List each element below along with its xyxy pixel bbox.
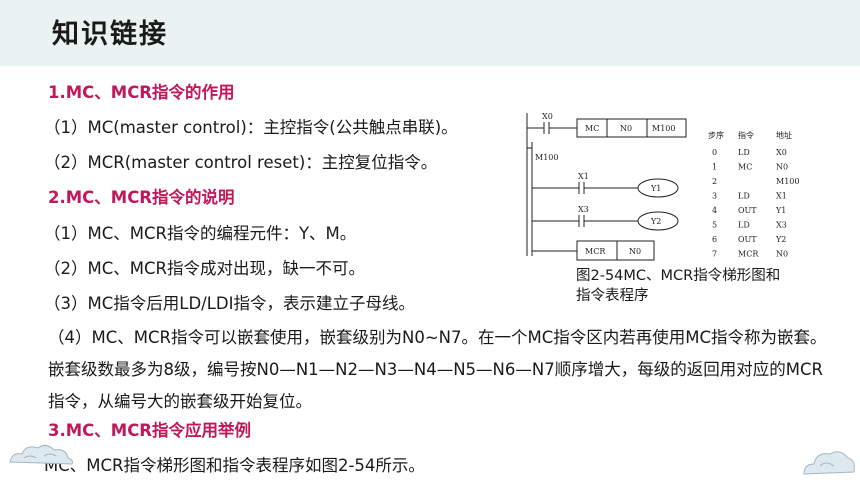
- table-cell: 3: [712, 192, 717, 201]
- coil-y2: [637, 211, 679, 231]
- table-cell: LD: [738, 148, 750, 157]
- page-title: 知识链接: [52, 19, 168, 50]
- table-cell: 7: [712, 250, 717, 259]
- label-x1: X1: [578, 172, 589, 181]
- label-n0: N0: [620, 124, 632, 133]
- table-cell: 0: [712, 148, 717, 157]
- table-cell: 5: [712, 221, 717, 230]
- cloud-decoration-right: [803, 451, 855, 475]
- label-mc: MC: [585, 124, 599, 133]
- section-2-line-2: （2）MC、MCR指令成对出现，缺一不可。: [44, 259, 365, 278]
- table-cell: 1: [712, 163, 717, 172]
- section-3-line-1: MC、MCR指令梯形图和指令表程序如图2-54所示。: [44, 456, 425, 475]
- table-cell: X1: [776, 192, 787, 201]
- table-cell: M100: [776, 177, 799, 186]
- section-2-line-3: （3）MC指令后用LD/LDI指令，表示建立子母线。: [44, 294, 415, 313]
- section-2-title: 2.MC、MCR指令的说明: [48, 188, 235, 207]
- section-3-title: 3.MC、MCR指令应用举例: [48, 421, 252, 440]
- table-header-0: 步序: [708, 130, 724, 140]
- table-cell: Y1: [775, 206, 786, 215]
- mc-instruction-box: [576, 118, 687, 138]
- cloud-decoration-left: [9, 444, 73, 465]
- label-x3: X3: [578, 205, 589, 214]
- label-m100-box: M100: [652, 124, 675, 133]
- label-n0-mcr: N0: [629, 247, 641, 256]
- label-x0: X0: [542, 112, 553, 121]
- label-y2: Y2: [650, 217, 661, 226]
- label-y1: Y1: [650, 184, 661, 193]
- table-header-1: 指令: [738, 130, 754, 140]
- table-cell: N0: [776, 163, 788, 172]
- section-1-line-2: （2）MCR(master control reset)：主控复位指令。: [44, 153, 438, 172]
- figure-caption: 图2-54MC、MCR指令梯形图和指令表程序: [576, 268, 781, 304]
- section-1-line-1: （1）MC(master control)：主控指令(公共触点串联)。: [44, 118, 458, 137]
- table-cell: 6: [712, 235, 717, 244]
- table-cell: N0: [776, 250, 788, 259]
- section-1-title: 1.MC、MCR指令的作用: [48, 83, 235, 102]
- table-cell: OUT: [738, 235, 757, 244]
- table-cell: X0: [776, 148, 787, 157]
- table-cell: OUT: [738, 206, 757, 215]
- table-cell: 4: [712, 206, 717, 215]
- table-cell: 2: [712, 177, 717, 186]
- table-cell: LD: [738, 192, 750, 201]
- table-header-2: 地址: [776, 130, 792, 140]
- mcr-instruction-box: [576, 240, 655, 261]
- table-cell: Y2: [775, 235, 786, 244]
- label-m100: M100: [535, 153, 558, 162]
- table-cell: MCR: [738, 250, 759, 259]
- table-cell: X3: [776, 221, 787, 230]
- header-bar: 知识链接: [0, 0, 860, 66]
- section-2-line-4: （4）MC、MCR指令可以嵌套使用，嵌套级别为N0~N7。在一个MC指令区内若再…: [48, 328, 827, 411]
- table-cell: MC: [738, 163, 752, 172]
- ladder-diagram: X0 MC N0 M100 M100 X1 Y1 X3 Y2 MCR N0 步序…: [526, 112, 799, 261]
- section-2-line-1: （1）MC、MCR指令的编程元件：Y、M。: [44, 224, 357, 243]
- coil-y1: [637, 178, 679, 198]
- table-cell: LD: [738, 221, 750, 230]
- label-mcr: MCR: [585, 247, 606, 256]
